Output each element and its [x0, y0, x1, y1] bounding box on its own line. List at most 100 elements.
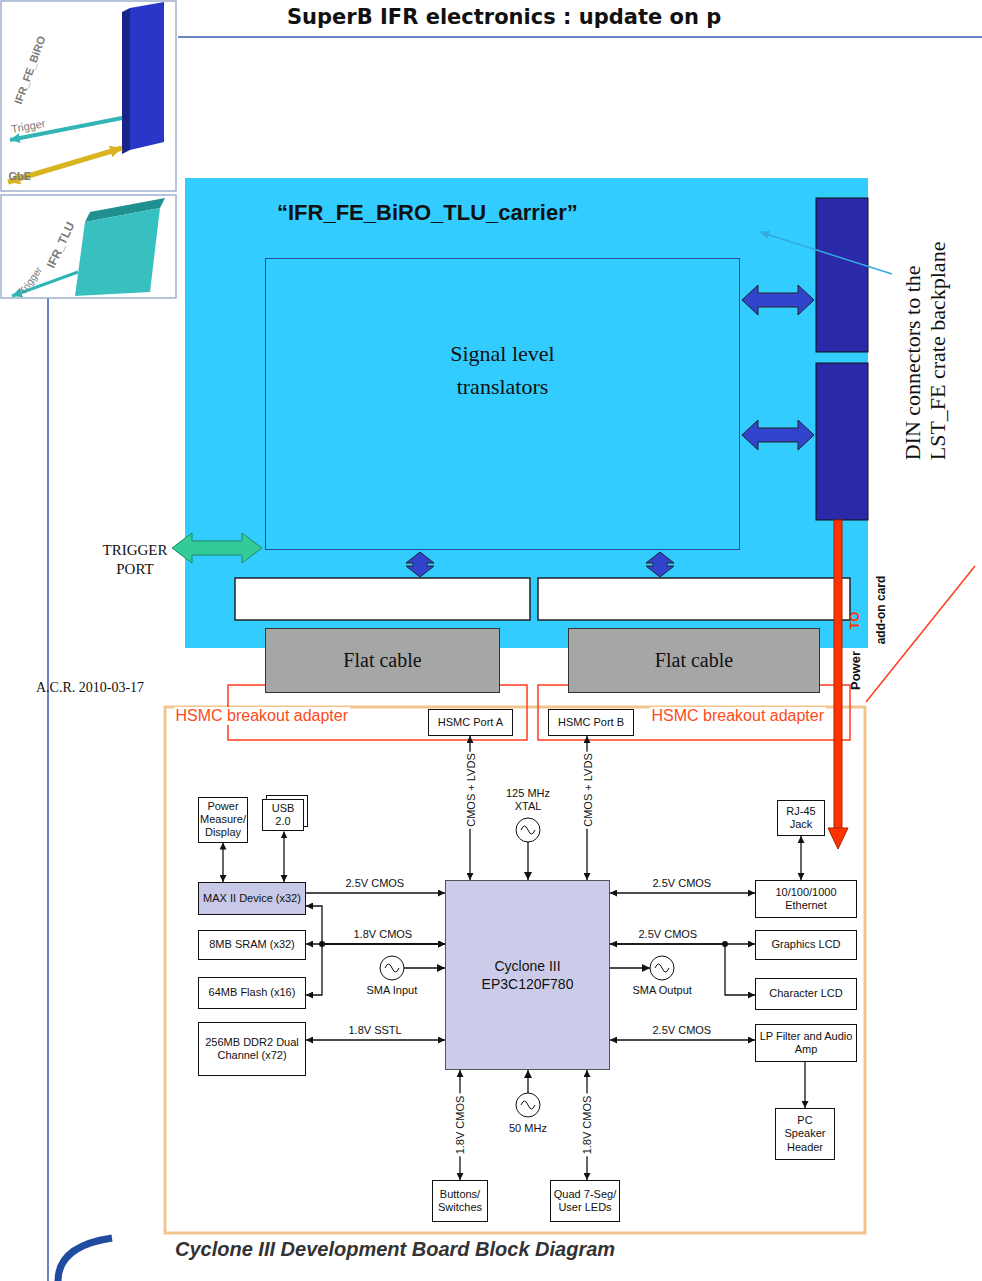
box-text: Signal level translators	[403, 337, 603, 403]
adapter-label: HSMC breakout adapter	[174, 707, 351, 725]
fpga-box: Cyclone III EP3C120F780	[445, 880, 610, 1070]
signal-label: 2.5V CMOS	[651, 1024, 714, 1036]
box-text: 256MB DDR2 Dual Channel (x72)	[201, 1036, 303, 1062]
clock-arrow	[404, 842, 650, 1093]
box-text: USB 2.0	[265, 802, 301, 828]
thumbnail-frame	[1, 195, 176, 298]
power-arrow	[828, 828, 848, 849]
block-box: Graphics LCD	[755, 930, 857, 960]
diagram-caption: Cyclone III Development Board Block Diag…	[175, 1238, 615, 1261]
cable-header	[235, 578, 530, 620]
box-text: Graphics LCD	[771, 938, 840, 951]
bus-connector	[610, 944, 755, 995]
board-outline	[165, 707, 865, 1233]
block-box: USB 2.0	[262, 799, 304, 831]
box-text: 10/100/1000 Ethernet	[758, 886, 854, 912]
bus-connector	[222, 843, 223, 882]
frame-line	[178, 36, 982, 38]
bus-connector	[610, 892, 755, 893]
block-box: 256MB DDR2 Dual Channel (x72)	[198, 1022, 306, 1076]
connector-note: DIN connectors to the LST_FE crate backp…	[900, 220, 951, 460]
cable-header	[538, 578, 850, 620]
bus-connector	[800, 836, 801, 880]
bus-arrow	[742, 420, 814, 450]
box-text: HSMC Port B	[558, 716, 624, 729]
clock-label: 50 MHz	[509, 1122, 547, 1134]
box-text: 64MB Flash (x16)	[209, 986, 296, 999]
bus-connector	[804, 1062, 805, 1108]
box-text: Buttons/ Switches	[435, 1188, 485, 1214]
clock-label: SMA Output	[633, 984, 692, 996]
signal-label: CMOS + LVDS	[581, 751, 593, 828]
clock-label: SMA Input	[367, 984, 418, 996]
box-text: Flat cable	[655, 649, 733, 672]
block-box: LP Filter and Audio Amp	[755, 1024, 857, 1062]
bus-arrow	[646, 552, 674, 577]
bus-connector	[306, 944, 445, 995]
signal-label: 1.8V CMOS	[352, 928, 415, 940]
thumbnail-label: GbE	[9, 170, 32, 182]
power-label: TO	[847, 611, 862, 629]
carrier-ground	[185, 178, 868, 648]
slide-title: SuperB IFR electronics : update on p	[287, 5, 721, 29]
block-box: RJ-45 Jack	[777, 800, 825, 836]
bus-connector	[306, 1039, 445, 1040]
leader-line	[866, 566, 975, 702]
board-slab	[122, 8, 130, 154]
box-text: PC Speaker Header	[778, 1114, 832, 1154]
block-box: 8MB SRAM (x32)	[198, 930, 306, 960]
box-text: MAX II Device (x32)	[203, 892, 301, 905]
port-box: HSMC Port B	[548, 709, 634, 736]
bus-arrow	[742, 285, 814, 315]
bus-connector	[283, 831, 284, 882]
box-text: LP Filter and Audio Amp	[758, 1030, 854, 1056]
block-box: 64MB Flash (x16)	[198, 977, 306, 1009]
signal-label: 2.5V CMOS	[651, 877, 714, 889]
bus-connector	[306, 892, 445, 893]
oscillator-symbol	[380, 818, 674, 1117]
flat-cable: Flat cable	[568, 628, 820, 693]
signal-label: 1.8V CMOS	[454, 1094, 466, 1157]
power-arrow	[834, 520, 842, 830]
block-box: Quad 7-Seg/ User LEDs	[550, 1180, 620, 1222]
box-text: Character LCD	[769, 987, 842, 1000]
port-label: TRIGGER PORT	[95, 541, 175, 579]
signal-label: CMOS + LVDS	[464, 751, 476, 828]
thumbnail-label: IFR_TLU	[43, 220, 77, 271]
box-text: Quad 7-Seg/ User LEDs	[553, 1188, 617, 1214]
flat-cable: Flat cable	[265, 628, 500, 693]
trigger-arrow	[172, 533, 262, 563]
signal-label: 2.5V CMOS	[344, 877, 407, 889]
din-connector	[816, 198, 868, 352]
box-text: “IFR_FE_BiRO_TLU_carrier”	[277, 200, 578, 226]
block-box: 10/100/1000 Ethernet	[755, 880, 857, 918]
block-box: PC Speaker Header	[775, 1108, 835, 1160]
power-label: add-on card	[874, 576, 888, 645]
thumbnail-frame	[1, 1, 176, 191]
box-text: Flat cable	[343, 649, 421, 672]
box-text: Cyclone III EP3C120F780	[478, 957, 578, 993]
adapter-label: HSMC breakout adapter	[650, 707, 827, 725]
frame-line	[47, 298, 49, 1281]
block-box: Power Measure/ Display	[198, 797, 248, 843]
clock-label: 125 MHz XTAL	[502, 787, 554, 813]
adapter-outline	[538, 685, 850, 740]
box-text: RJ-45 Jack	[780, 805, 822, 831]
bus-connector	[610, 1039, 755, 1040]
author-date: A.C.R. 2010-03-17	[36, 680, 144, 696]
tlu-slab	[75, 208, 160, 296]
thumbnail-label: Trigger	[10, 117, 46, 135]
power-label: Power	[848, 650, 863, 689]
bus-connector	[306, 906, 445, 944]
leader-line	[760, 232, 892, 274]
translator-box: Signal level translators	[265, 258, 740, 550]
trigger-arrow	[10, 118, 122, 140]
box-text: HSMC Port A	[438, 716, 503, 729]
din-connector	[816, 363, 868, 520]
block-box: MAX II Device (x32)	[198, 882, 306, 915]
block-box: Character LCD	[755, 978, 857, 1010]
carrier-board: “IFR_FE_BiRO_TLU_carrier” Signal level tr…	[185, 178, 868, 648]
signal-label: 1.8V SSTL	[347, 1024, 404, 1036]
block-box: Buttons/ Switches	[432, 1180, 488, 1222]
